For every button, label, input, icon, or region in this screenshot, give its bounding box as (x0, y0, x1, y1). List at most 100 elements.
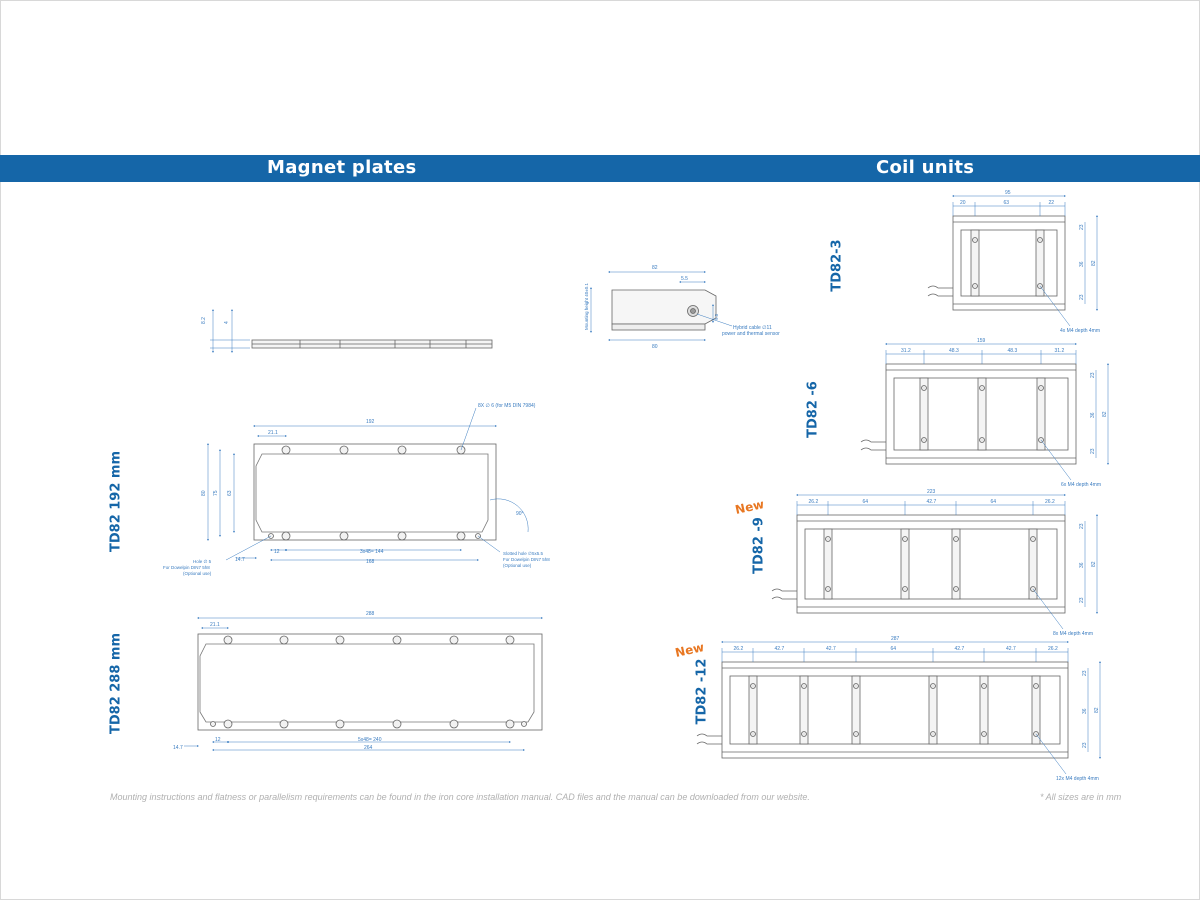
mount-hole (972, 283, 978, 289)
dim-coil-segment: 26.2 (734, 646, 744, 652)
mount-hole (921, 385, 927, 391)
leader-line (1032, 588, 1064, 630)
dim-coil-height: 82 (1091, 260, 1097, 266)
dim-magnet-side-plate: 4 (224, 321, 230, 324)
dim-coil-side: 23 (1082, 742, 1088, 748)
dim-coil-side: 23 (1079, 523, 1085, 529)
dim-coil-side: 23 (1079, 597, 1085, 603)
mount-hole (825, 536, 831, 542)
coil-drawing-2 (860, 363, 1077, 465)
coil-body (952, 215, 1066, 311)
mount-hole (801, 731, 807, 737)
dim-192-angle: 90° (516, 511, 524, 517)
dim-192-offset: 14.7 (235, 557, 245, 563)
dim-coil-segment: 64 (863, 499, 869, 505)
dim-coil-side-bottom: 80 (652, 344, 658, 350)
mount-hole (853, 731, 859, 737)
coil-drawing-1 (927, 215, 1066, 311)
mount-hole (801, 683, 807, 689)
footer-note: Mounting instructions and flatness or pa… (110, 792, 810, 802)
mount-rail (748, 675, 758, 745)
cable-stub (927, 285, 953, 289)
dim-192-length: 192 (366, 419, 375, 425)
mount-hole (981, 731, 987, 737)
cable-stub (771, 596, 797, 600)
mount-hole (981, 683, 987, 689)
note-cable-line2: power and thermal sensor (722, 331, 780, 337)
dim-coil-side: 36 (1079, 562, 1085, 568)
dim-288-bottom2: 5x48= 240 (358, 737, 382, 743)
mount-hole (921, 437, 927, 443)
dim-coil-segment: 22 (1049, 200, 1055, 206)
coil-drawing-4 (696, 661, 1069, 759)
coil-side-view (590, 271, 733, 341)
cable-stub (860, 439, 886, 443)
mount-hole (1030, 536, 1036, 542)
dim-coil-total: 223 (927, 489, 936, 495)
dim-coil-side: 23 (1079, 224, 1085, 230)
coil-dimensions (952, 195, 1098, 327)
magnet-plate-288 (184, 617, 543, 751)
coil-body (796, 514, 1066, 614)
mount-hole (930, 683, 936, 689)
cable-stub (860, 447, 886, 451)
note-192-slot-line3: (Optional use) (503, 563, 532, 568)
mount-hole (953, 586, 959, 592)
dim-192-bottom3: 168 (366, 559, 375, 565)
note-192-hole-line2: For Dowelpin DIN7 5h8 (163, 565, 210, 570)
dim-coil-height: 82 (1091, 561, 1097, 567)
dim-coil-segment: 26.2 (809, 499, 819, 505)
dim-coil-segment: 26.2 (1048, 646, 1058, 652)
dim-coil-mount-height: Mounting height 40±0.1 (584, 282, 589, 330)
dim-coil-segment: 31.2 (901, 348, 911, 354)
note-192-hole-line3: (Optional use) (183, 571, 212, 576)
footer-units: * All sizes are in mm (1040, 792, 1122, 802)
dim-coil-segment: 48.3 (949, 348, 959, 354)
mount-rail (1036, 377, 1046, 451)
mount-rail (919, 377, 929, 451)
mount-hole (979, 437, 985, 443)
coil-units-title: Coil units (876, 157, 975, 178)
leader-line (1035, 733, 1067, 775)
dim-coil-segment: 20 (960, 200, 966, 206)
dim-coil-segment: 63 (1004, 200, 1010, 206)
coil-dimensions (721, 641, 1101, 775)
mount-rail (799, 675, 809, 745)
dim-coil-segment: 64 (891, 646, 897, 652)
dim-192-left-offset: 21.1 (268, 430, 278, 436)
dim-coil-side: 23 (1079, 294, 1085, 300)
coil-body (721, 661, 1069, 759)
dim-coil-height: 82 (1102, 411, 1108, 417)
dim-coil-side-top: 82 (652, 265, 658, 271)
mount-rail (979, 675, 989, 745)
dim-192-bottom1: 12 (274, 549, 280, 555)
magnet-plate-192 (207, 407, 529, 561)
mount-rail (1028, 528, 1038, 600)
coil-window (960, 229, 1058, 297)
dim-192-h1: 80 (201, 490, 207, 496)
mount-hole (825, 586, 831, 592)
dim-192-bottom2: 3x48= 144 (360, 549, 384, 555)
cable-stub (696, 741, 722, 745)
cable-stub (927, 293, 953, 297)
dim-coil-cable: 9.5 (714, 313, 719, 320)
mount-hole (953, 536, 959, 542)
dim-288-bottom1: 12 (215, 737, 221, 743)
dim-coil-segment: 26.2 (1045, 499, 1055, 505)
dim-coil-total: 159 (977, 338, 986, 344)
mount-hole (930, 731, 936, 737)
mount-hole (750, 731, 756, 737)
mount-hole (979, 385, 985, 391)
dim-288-length: 288 (366, 611, 375, 617)
mount-rail (1035, 229, 1045, 297)
dim-coil-segment: 42.7 (955, 646, 965, 652)
cable-stub (771, 588, 797, 592)
note-coil-holes: 4x M4 depth 4mm (1060, 328, 1100, 334)
cable-stub (696, 733, 722, 737)
mount-hole (902, 586, 908, 592)
dim-coil-side: 23 (1082, 670, 1088, 676)
dim-magnet-side-height: 8.2 (201, 317, 207, 324)
dim-coil-side-offset: 5.5 (681, 276, 688, 282)
